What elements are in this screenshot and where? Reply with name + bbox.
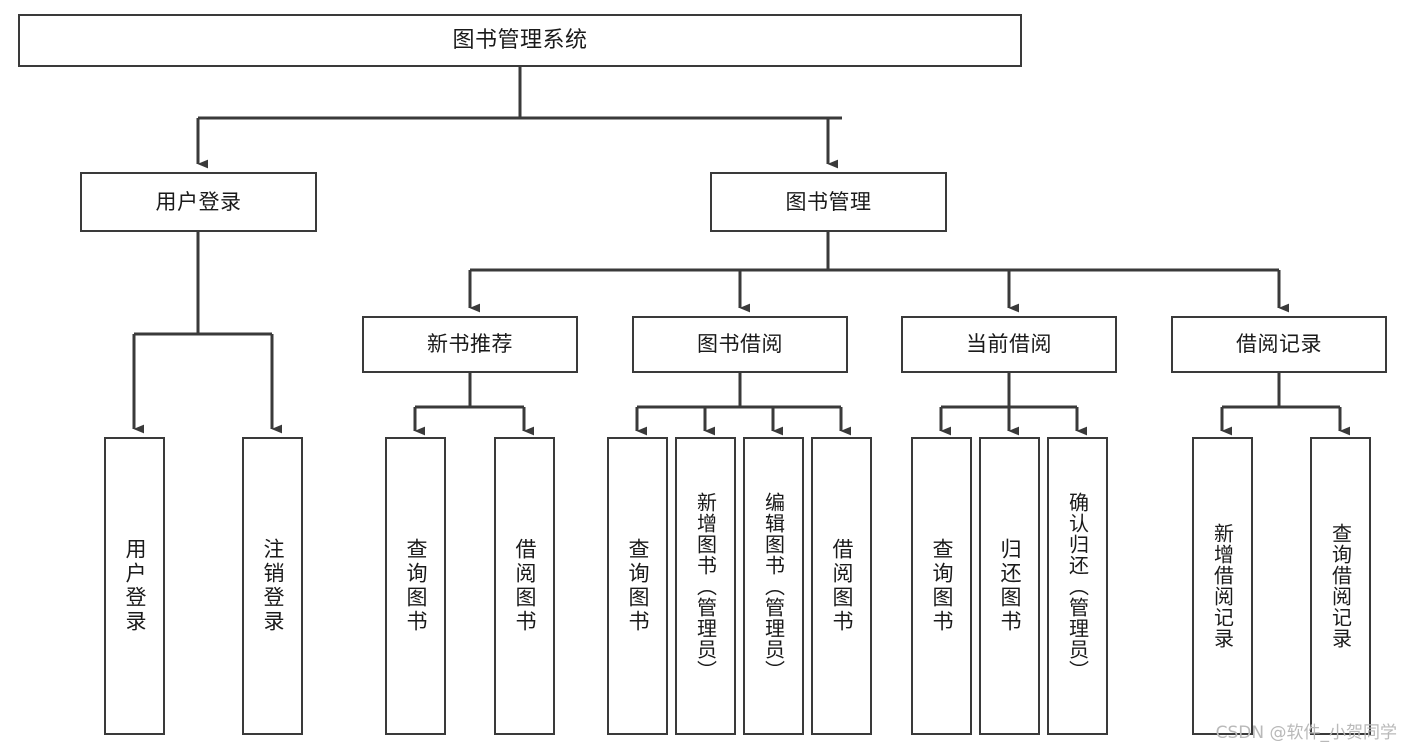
- node-label: 新增图书（管理员）: [693, 491, 718, 681]
- node-leaf-confirm-return-admin[interactable]: 确认归还（管理员）: [1047, 437, 1108, 735]
- node-book-management[interactable]: 图书管理: [710, 172, 947, 232]
- node-label: 编辑图书（管理员）: [761, 491, 786, 681]
- node-label: 当前借阅: [966, 332, 1052, 357]
- node-label: 用户登录: [123, 538, 148, 634]
- node-label: 借阅图书: [513, 538, 538, 634]
- node-label: 用户登录: [155, 189, 242, 214]
- node-label: 注销登录: [261, 538, 286, 634]
- node-current-borrow[interactable]: 当前借阅: [901, 316, 1117, 373]
- node-label: 查询借阅记录: [1328, 523, 1353, 649]
- node-label: 查询图书: [404, 538, 429, 634]
- node-leaf-query-borrow-record[interactable]: 查询借阅记录: [1310, 437, 1371, 735]
- node-leaf-query-book-1[interactable]: 查询图书: [385, 437, 446, 735]
- node-label: 确认归还（管理员）: [1065, 491, 1090, 681]
- node-leaf-query-book-3[interactable]: 查询图书: [911, 437, 972, 735]
- node-leaf-add-borrow-record[interactable]: 新增借阅记录: [1192, 437, 1253, 735]
- node-leaf-logout-login[interactable]: 注销登录: [242, 437, 303, 735]
- node-label: 图书管理: [785, 189, 872, 214]
- node-leaf-borrow-book-1[interactable]: 借阅图书: [494, 437, 555, 735]
- watermark-text: CSDN @软件_小贺同学: [1215, 723, 1397, 743]
- node-label: 归还图书: [998, 538, 1023, 634]
- node-borrow-record[interactable]: 借阅记录: [1171, 316, 1387, 373]
- node-leaf-add-book-admin[interactable]: 新增图书（管理员）: [675, 437, 736, 735]
- node-label: 图书借阅: [697, 332, 783, 357]
- node-user-login[interactable]: 用户登录: [80, 172, 317, 232]
- node-label: 查询图书: [626, 538, 651, 634]
- node-label: 借阅记录: [1236, 332, 1322, 357]
- node-book-borrow[interactable]: 图书借阅: [632, 316, 848, 373]
- node-root-book-management-system[interactable]: 图书管理系统: [18, 14, 1022, 67]
- node-label: 借阅图书: [830, 538, 855, 634]
- node-leaf-user-login[interactable]: 用户登录: [104, 437, 165, 735]
- node-leaf-return-book[interactable]: 归还图书: [979, 437, 1040, 735]
- node-new-book-recommend[interactable]: 新书推荐: [362, 316, 578, 373]
- node-leaf-query-book-2[interactable]: 查询图书: [607, 437, 668, 735]
- node-label: 新增借阅记录: [1210, 523, 1235, 649]
- node-label: 查询图书: [930, 538, 955, 634]
- node-leaf-edit-book-admin[interactable]: 编辑图书（管理员）: [743, 437, 804, 735]
- node-label: 图书管理系统: [452, 27, 588, 53]
- node-label: 新书推荐: [427, 332, 513, 357]
- node-leaf-borrow-book-2[interactable]: 借阅图书: [811, 437, 872, 735]
